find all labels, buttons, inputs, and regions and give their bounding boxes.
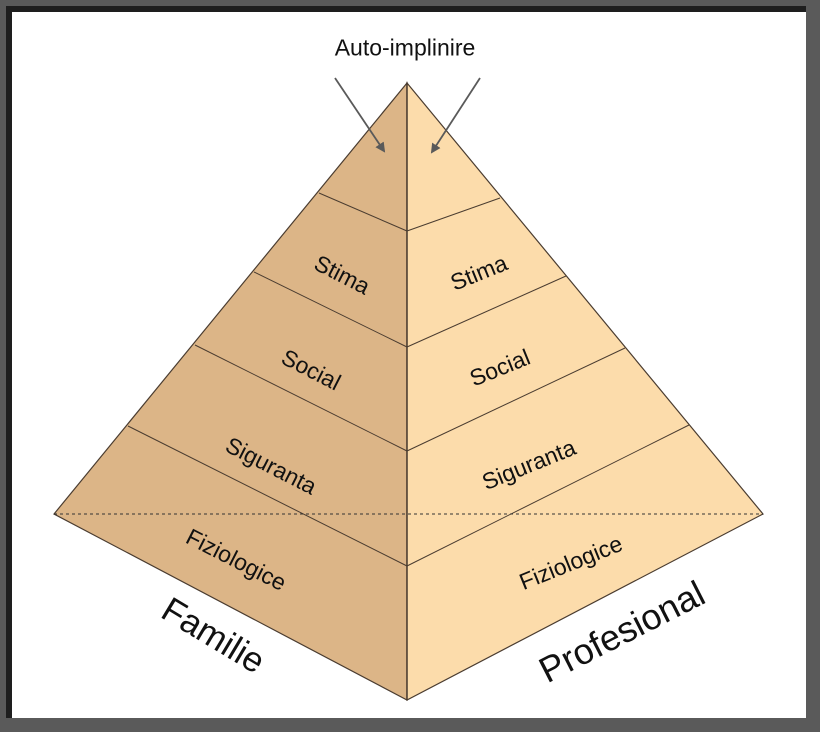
divider-left-4: [127, 425, 408, 567]
left-face: [53, 81, 408, 701]
divider-right-4: [406, 424, 690, 567]
divider-right-2: [406, 275, 567, 348]
divider-left-3: [194, 344, 408, 452]
divider-left-2: [253, 271, 408, 348]
level-dividers: [127, 192, 690, 567]
top-label: Auto-implinire: [334, 34, 476, 61]
arrow-right: [430, 77, 481, 154]
arrow-left: [334, 77, 386, 153]
divider-right-3: [406, 347, 626, 452]
divider-left-1: [318, 192, 408, 232]
divider-right-1: [406, 197, 501, 232]
